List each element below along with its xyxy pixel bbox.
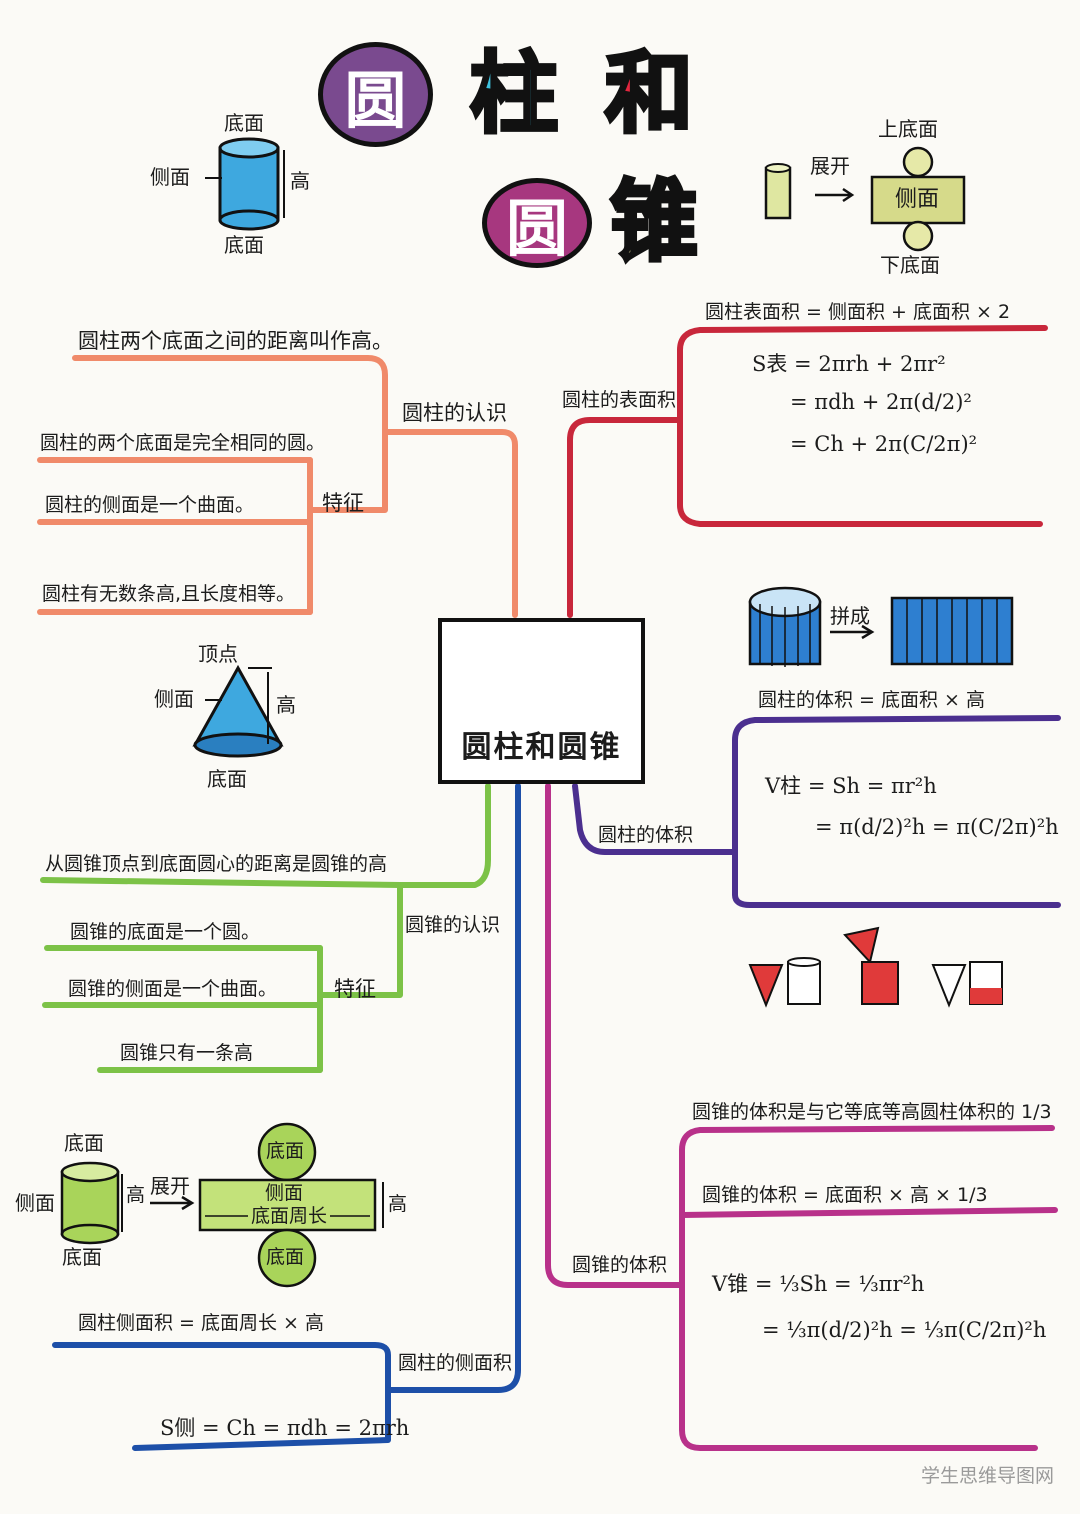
cylinder-lateral-formula-1: 圆柱侧面积 = 底面周长 × 高: [78, 1312, 324, 1334]
cone-knowledge-label: 圆锥的认识: [405, 914, 501, 936]
title-char-5: 锥: [608, 170, 700, 273]
cylinder-slices-illustration: [748, 586, 1014, 667]
cylinder-surface-formula-1: S表 = 2πrh + 2πr²: [752, 352, 946, 376]
branch-cone-volume: [545, 783, 1058, 1451]
cylinder-lateral-formula-2: S侧 = Ch = πdh = 2πrh: [160, 1416, 410, 1440]
central-topic-label: 圆柱和圆锥: [461, 730, 622, 765]
branch-cylinder-surface: [567, 325, 1048, 618]
cylinder-unfold-bottom: [60, 1122, 384, 1288]
branch-cone-knowledge: [40, 783, 491, 1073]
watermark: 学生思维导图网: [920, 1465, 1054, 1487]
unfold2-height-label: 高: [126, 1184, 146, 1206]
cyl-top-label: 底面: [224, 111, 264, 135]
cone-illustration: [192, 664, 284, 758]
cyl-side-label: 侧面: [150, 165, 190, 189]
cylinder-surface-def: 圆柱表面积 = 侧面积 + 底面积 × 2: [705, 301, 1011, 323]
branch-cylinder-lateral: [52, 783, 521, 1451]
central-topic[interactable]: 圆柱和圆锥: [438, 618, 645, 784]
cone-volume-label: 圆锥的体积: [572, 1254, 668, 1276]
cylinder-volume-formula-2: = π(d/2)²h = π(C/2π)²h: [815, 815, 1059, 839]
cylinder-surface-label: 圆柱的表面积: [562, 389, 677, 411]
unfold2-rect-side-label: 侧面: [265, 1182, 304, 1204]
cone-feature-3: 圆锥只有一条高: [120, 1042, 254, 1064]
unfold2-bottom-label: 底面: [62, 1245, 102, 1269]
unfold2-top-label: 底面: [64, 1131, 104, 1155]
cylinder-knowledge-label: 圆柱的认识: [402, 401, 507, 425]
unfold-upper-label: 上底面: [878, 117, 938, 141]
cylinder-lateral-label: 圆柱的侧面积: [398, 1352, 513, 1374]
cone-height-def: 从圆锥顶点到底面圆心的距离是圆锥的高: [45, 853, 388, 875]
cone-volume-def-1: 圆锥的体积是与它等底等高圆柱体积的 1/3: [692, 1101, 1052, 1123]
cone-volume-formula-2: = ⅓π(d/2)²h = ⅓π(C/2π)²h: [762, 1318, 1047, 1342]
branch-cylinder-volume: [572, 715, 1061, 908]
cyl-height-label: 高: [290, 169, 310, 193]
cylinder-volume-formula-1: V柱 = Sh = πr²h: [765, 774, 937, 798]
unfold2-circle-bottom-label: 底面: [266, 1246, 305, 1268]
branch-cylinder-knowledge: [37, 355, 518, 618]
cone-apex-label: 顶点: [198, 642, 238, 666]
cylinder-feature-2: 圆柱的侧面是一个曲面。: [45, 494, 255, 516]
cone-feature-1: 圆锥的底面是一个圆。: [70, 921, 261, 943]
unfold-arrow-label: 展开: [810, 154, 850, 178]
title-char-2: 柱: [468, 42, 560, 145]
cone-height-label: 高: [276, 693, 296, 717]
cylinder-height-def: 圆柱两个底面之间的距离叫作高。: [78, 329, 393, 353]
unfold2-side-label: 侧面: [15, 1191, 55, 1215]
cylinder-volume-def: 圆柱的体积 = 底面积 × 高: [758, 689, 985, 711]
cone-feature-2: 圆锥的侧面是一个曲面。: [68, 978, 278, 1000]
cone-feature-label: 特征: [334, 977, 376, 1001]
cone-volume-def-2: 圆锥的体积 = 底面积 × 高 × 1/3: [702, 1184, 988, 1206]
unfold2-circle-top-label: 底面: [266, 1140, 305, 1162]
cylinder-unfold-top: [764, 146, 966, 252]
cone-bottom-label: 底面: [207, 767, 247, 791]
cone-pour-illustration: [748, 926, 1003, 1008]
cylinder-feature-1: 圆柱的两个底面是完全相同的圆。: [40, 432, 326, 454]
cylinder-illustration-top: [205, 137, 285, 231]
unfold2-rect-h-label: 高: [388, 1193, 408, 1215]
cylinder-feature-3: 圆柱有无数条高,且长度相等。: [42, 583, 296, 605]
cylinder-volume-label: 圆柱的体积: [598, 824, 694, 846]
unfold-lower-label: 下底面: [880, 253, 940, 277]
title-char-4: 圆: [482, 178, 592, 268]
cone-volume-formula-1: V锥 = ⅓Sh = ⅓πr²h: [712, 1272, 925, 1296]
unfold2-arrow-label: 展开: [150, 1174, 190, 1198]
title-char-1: 圆: [318, 42, 433, 147]
cyl-bottom-label: 底面: [224, 233, 264, 257]
cone-side-label: 侧面: [154, 687, 194, 711]
cylinder-slices-arrow-label: 拼成: [830, 604, 870, 628]
unfold-side-label: 侧面: [895, 187, 940, 212]
cylinder-surface-formula-2: = πdh + 2π(d/2)²: [790, 390, 972, 414]
cylinder-feature-label: 特征: [322, 491, 364, 515]
unfold2-rect-len-label: 底面周长: [248, 1206, 331, 1227]
title-char-3: 和: [603, 42, 695, 145]
cylinder-surface-formula-3: = Ch + 2π(C/2π)²: [790, 432, 978, 456]
